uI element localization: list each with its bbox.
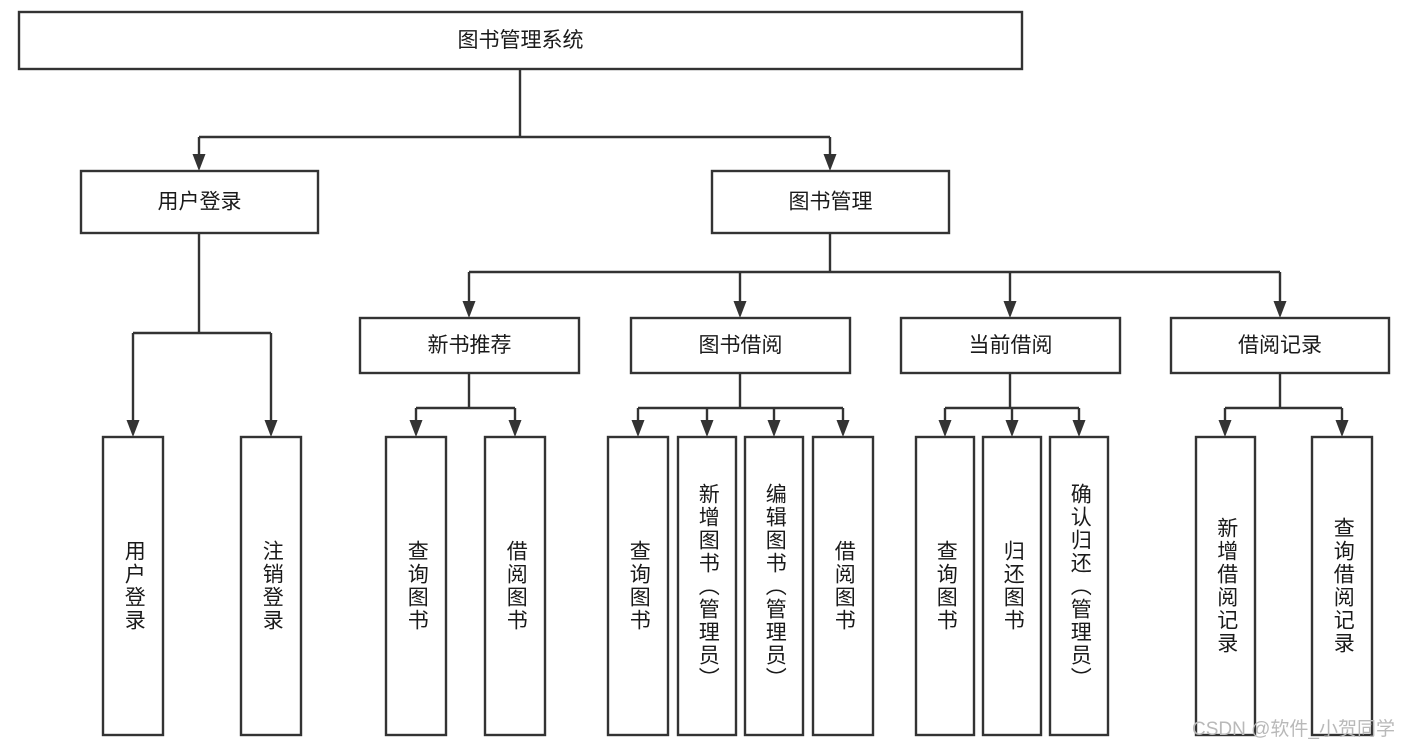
node-box-leaf-return-book[interactable] (981, 435, 1043, 737)
node-boxes-layer (17, 10, 1391, 737)
arrow-head-book-borrow-to-leaves-2 (767, 420, 781, 437)
arrow-head-new-book-recommend-to-leaves-0 (409, 420, 423, 437)
node-box-leaf-borrow-book-1[interactable] (483, 435, 547, 737)
arrow-head-user-login-to-leaves-1 (264, 420, 278, 437)
node-label-book-borrow: 图书借阅 (699, 334, 783, 357)
arrow-head-book-borrow-to-leaves-3 (836, 420, 850, 437)
node-label-current-borrow: 当前借阅 (969, 334, 1053, 357)
node-box-user-login[interactable] (79, 169, 320, 235)
node-box-leaf-add-book-admin[interactable] (676, 435, 738, 737)
node-box-leaf-user-login[interactable] (101, 435, 165, 737)
arrow-head-book-manage-to-level2-3 (1273, 301, 1287, 318)
node-label-user-login: 用户登录 (158, 191, 242, 214)
node-box-leaf-query-book-2[interactable] (606, 435, 670, 737)
node-box-borrow-record[interactable] (1169, 316, 1391, 375)
arrow-head-borrow-record-to-leaves-0 (1218, 420, 1232, 437)
node-box-current-borrow[interactable] (899, 316, 1122, 375)
node-label-borrow-record: 借阅记录 (1238, 334, 1322, 357)
node-box-leaf-edit-book-admin[interactable] (743, 435, 805, 737)
arrow-head-current-borrow-to-leaves-1 (1005, 420, 1019, 437)
arrow-head-book-manage-to-level2-1 (733, 301, 747, 318)
node-box-book-borrow[interactable] (629, 316, 852, 375)
node-box-leaf-query-borrow-record[interactable] (1310, 435, 1374, 737)
arrow-head-book-borrow-to-leaves-1 (700, 420, 714, 437)
node-box-leaf-query-book-1[interactable] (384, 435, 448, 737)
node-box-leaf-user-logout[interactable] (239, 435, 303, 737)
node-box-new-book-recommend[interactable] (358, 316, 581, 375)
arrow-head-current-borrow-to-leaves-0 (938, 420, 952, 437)
arrow-head-current-borrow-to-leaves-2 (1072, 420, 1086, 437)
node-box-leaf-query-book-3[interactable] (914, 435, 976, 737)
connector-edges-layer (126, 69, 1349, 437)
arrow-head-book-borrow-to-leaves-0 (631, 420, 645, 437)
arrow-head-book-manage-to-level2-2 (1003, 301, 1017, 318)
node-label-new-book-recommend: 新书推荐 (428, 334, 512, 357)
node-box-leaf-borrow-book-2[interactable] (811, 435, 875, 737)
csdn-watermark: CSDN @软件_小贺同学 (1192, 719, 1395, 740)
arrow-head-root-to-level1-1 (823, 154, 837, 171)
arrow-head-user-login-to-leaves-0 (126, 420, 140, 437)
arrow-head-book-manage-to-level2-0 (462, 301, 476, 318)
node-label-book-manage: 图书管理 (789, 191, 873, 214)
arrow-head-borrow-record-to-leaves-1 (1335, 420, 1349, 437)
arrow-head-new-book-recommend-to-leaves-1 (508, 420, 522, 437)
arrow-head-root-to-level1-0 (192, 154, 206, 171)
node-box-leaf-add-borrow-record[interactable] (1194, 435, 1257, 737)
node-box-root[interactable] (17, 10, 1024, 71)
node-label-root: 图书管理系统 (458, 29, 584, 52)
node-box-leaf-confirm-return-admin[interactable] (1048, 435, 1110, 737)
node-box-book-manage[interactable] (710, 169, 951, 235)
